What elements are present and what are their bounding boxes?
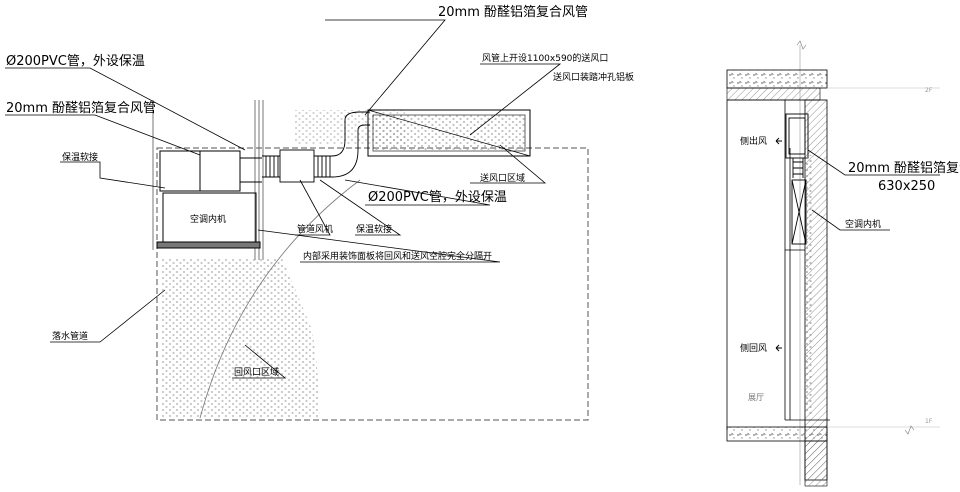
interior-finish [726,100,830,430]
section-leaders [807,149,940,231]
level-top: 2F [925,87,933,94]
label-insul-joint-mid: 保温软接 [356,223,392,235]
return-arc [199,179,361,419]
label-supply-opening: 风管上开设1100x590的送风口 [482,52,608,64]
label-duct-size: 630x250 [878,179,935,194]
label-pvc-mid: Ø200PVC管，外设保温 [368,190,507,205]
label-ac-unit: 空调内机 [190,213,226,225]
label-pipe-fan: 管道风机 [297,223,333,235]
return-air-zone [162,258,320,418]
duct-section [785,113,809,245]
bottom-slab [726,425,940,487]
label-pvc-top: Ø200PVC管，外设保温 [6,54,145,69]
side-out-arrow-icon [775,137,782,145]
level-bottom: 1F [925,418,933,425]
label-duct-left: 20mm 酚醛铝箔复合风管 [6,100,156,116]
side-return-arrow-icon [775,344,782,352]
label-duct-top: 20mm 酚醛铝箔复合风管 [438,4,588,20]
plan-view: 20mm 酚醛铝箔复合风管 Ø200PVC管，外设保温 20mm 酚醛铝箔复合风… [5,4,634,421]
perforated-panel [806,155,812,415]
top-slab [726,69,940,101]
label-side-out: 侧出风 [740,135,767,147]
break-mark-top [796,40,807,50]
curtain-wall-lines [152,100,264,260]
supply-duct [367,109,531,157]
label-return-zone: 回风口区域 [234,366,279,378]
label-section-ac-unit: 空调内机 [845,218,881,230]
label-insul-joint-left: 保温软接 [62,151,98,163]
label-partition: 内部采用装饰面板将回风和送风空腔完全分隔开 [303,250,492,262]
label-side-return: 侧回风 [740,342,767,354]
ac-indoor-unit [156,150,262,249]
section-view: 侧出风 20mm 酚醛铝箔复合风管 630x250 空调内机 侧回风 展厅 2F… [726,40,960,487]
label-perforated: 送风口装踏冲孔铝板 [553,71,634,83]
label-hall: 展厅 [748,393,764,402]
label-supply-zone: 送风口区域 [480,172,525,184]
leader-lines [5,19,562,379]
insulated-flex-joint [262,111,370,183]
label-section-duct: 20mm 酚醛铝箔复合风管 [848,160,960,176]
label-drain: 落水管道 [52,330,88,342]
room-boundary [156,147,589,421]
